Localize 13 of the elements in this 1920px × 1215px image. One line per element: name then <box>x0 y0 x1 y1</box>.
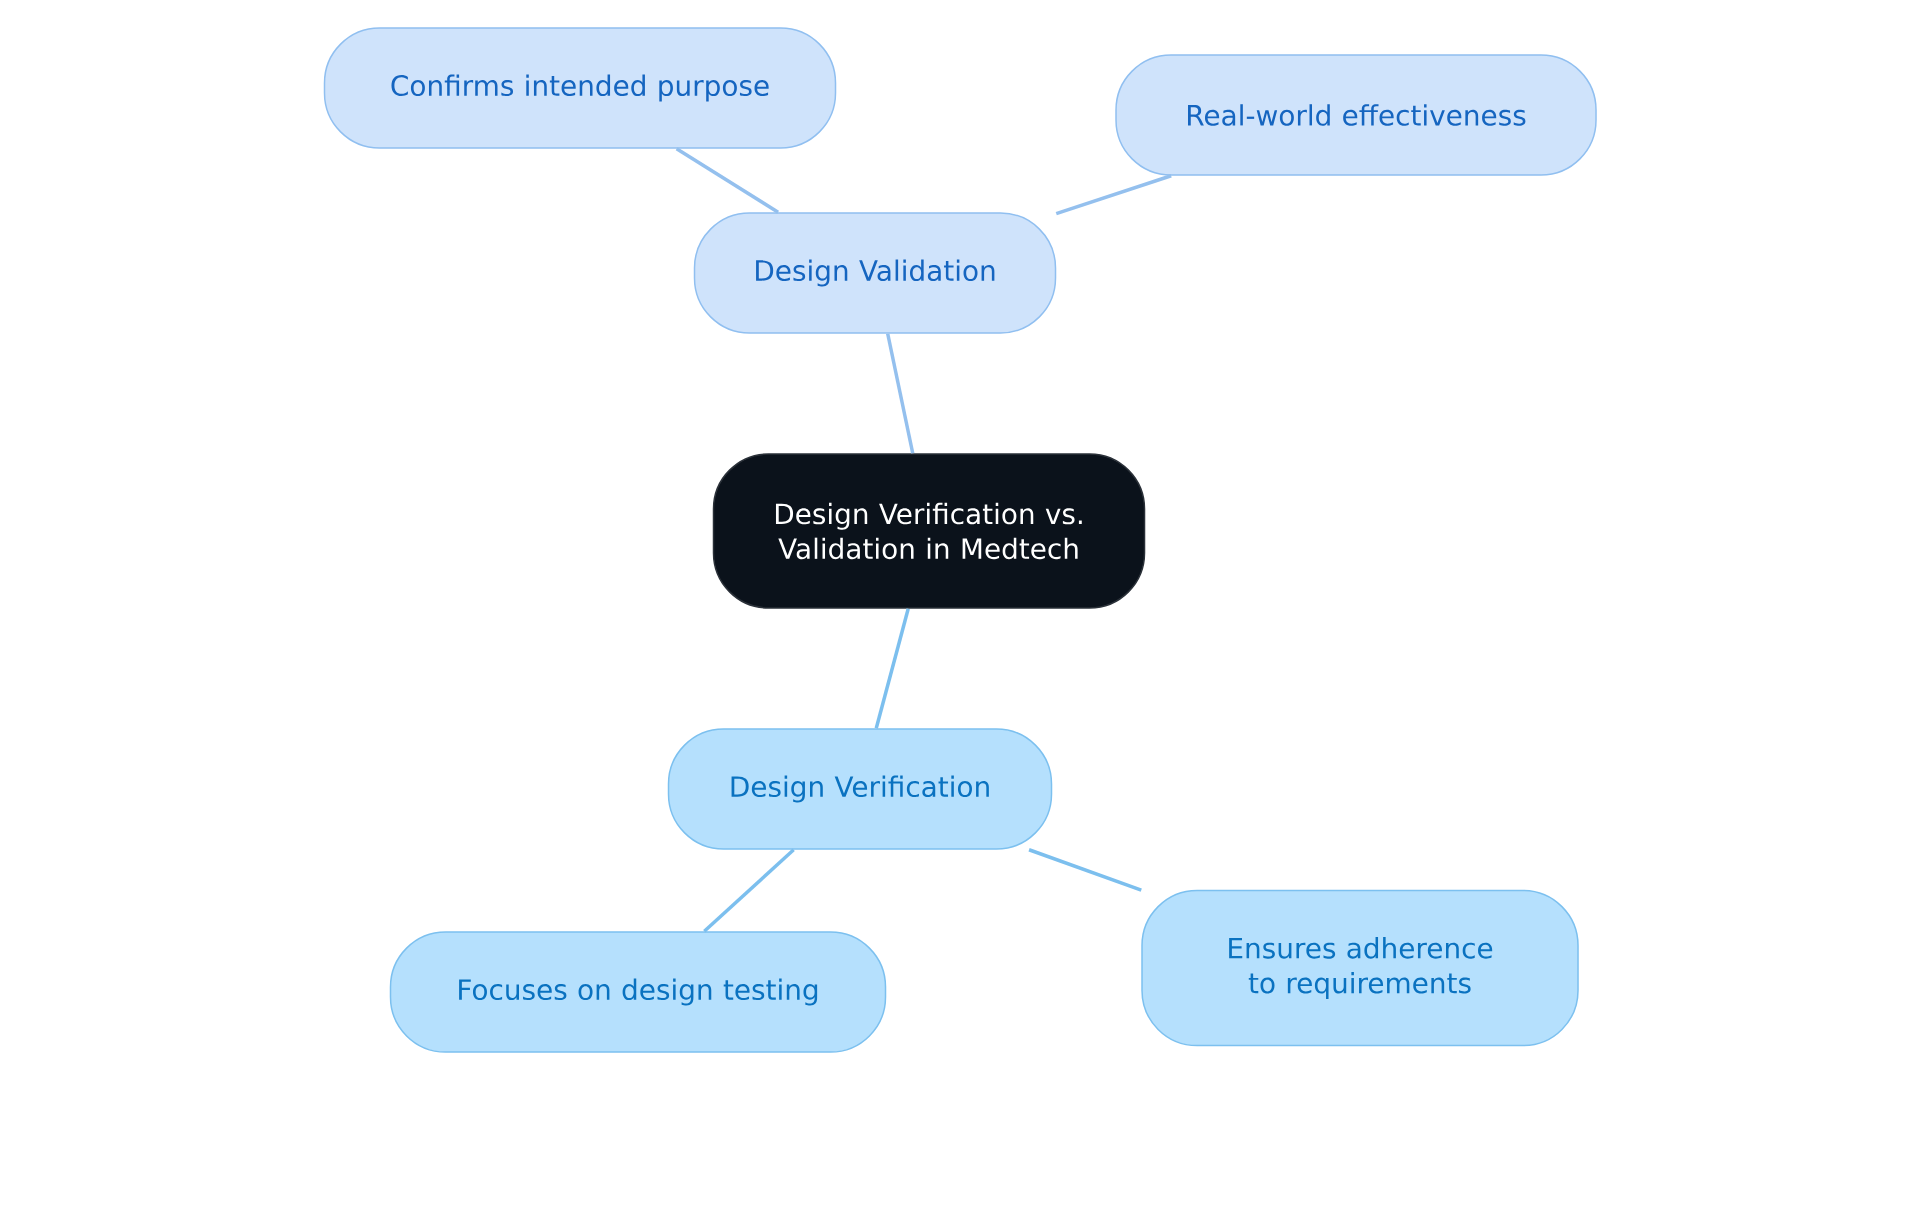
topic-box: Real-world effectiveness <box>1115 54 1597 176</box>
topic-box: Design Validation <box>693 212 1057 334</box>
connector-line <box>703 848 795 933</box>
connector-line <box>1055 174 1172 216</box>
topic-box: Ensures adherence to requirements <box>1141 889 1579 1047</box>
topic-box: Focuses on design testing <box>389 931 887 1053</box>
connector-line <box>675 147 780 214</box>
connector-line <box>886 333 915 454</box>
connector-line <box>874 608 910 729</box>
root-node: Design Verification vs. Validation in Medtech <box>712 453 1146 609</box>
topic-box: Confirms intended purpose <box>323 27 837 149</box>
connector-line <box>1028 848 1142 892</box>
topic-box: Design Verification <box>667 728 1053 850</box>
